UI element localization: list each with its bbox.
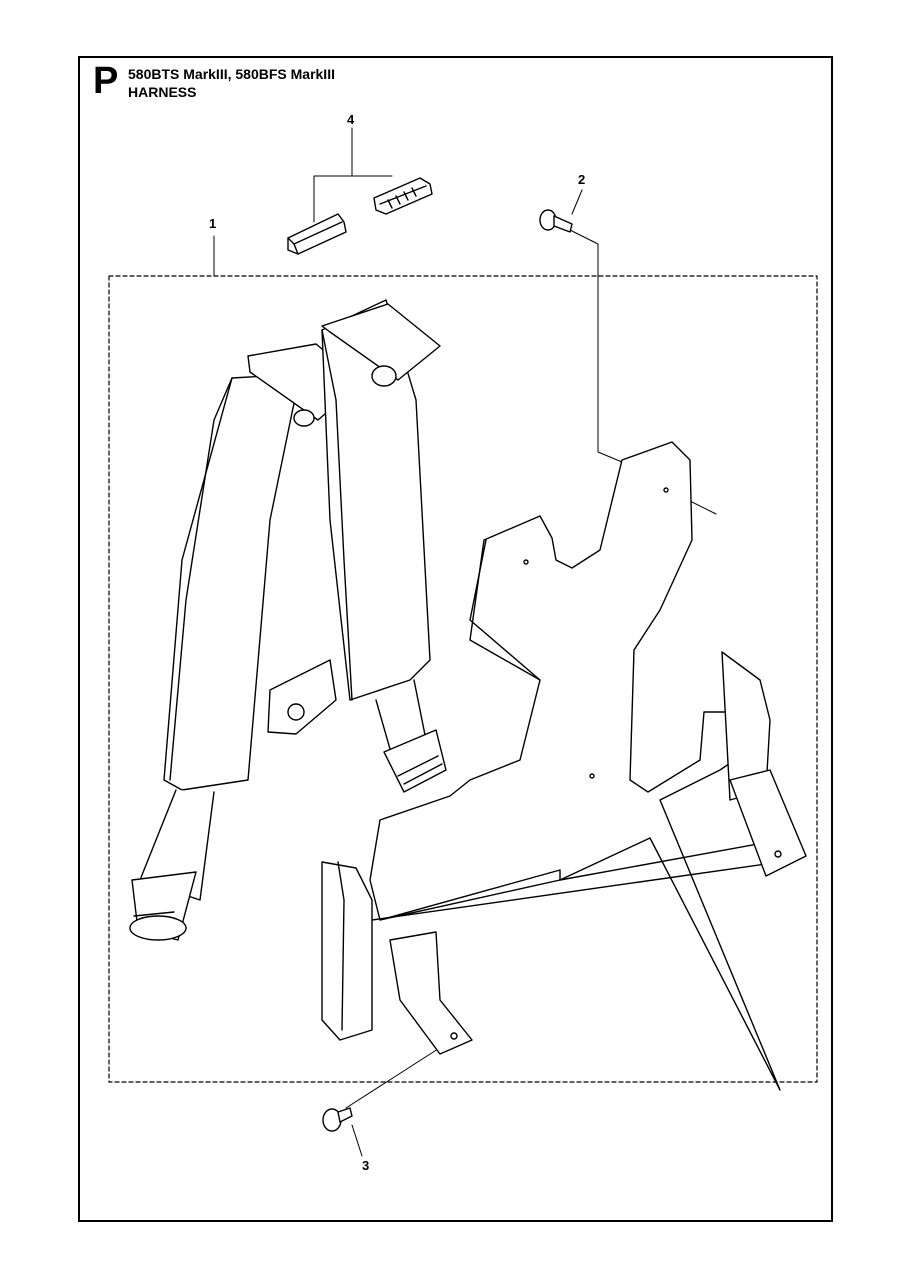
model-title: 580BTS MarkIII, 580BFS MarkIII	[128, 66, 335, 82]
callout-3: 3	[362, 1158, 370, 1173]
left-shoulder-strap	[129, 343, 363, 941]
right-shoulder-strap	[267, 299, 447, 793]
screw-part-3	[322, 1107, 353, 1132]
assembly-boundary	[108, 275, 818, 1083]
callout-1: 1	[209, 216, 217, 231]
callout-2: 2	[578, 172, 586, 187]
section-letter: P	[93, 60, 119, 102]
harness-backplate	[321, 441, 807, 1091]
callout-4: 4	[347, 112, 355, 127]
page-border	[78, 56, 833, 1222]
assembly-title: HARNESS	[128, 84, 197, 100]
leader-lines	[213, 127, 717, 1157]
screw-part-2	[539, 209, 573, 233]
clip-part-4	[287, 177, 433, 255]
